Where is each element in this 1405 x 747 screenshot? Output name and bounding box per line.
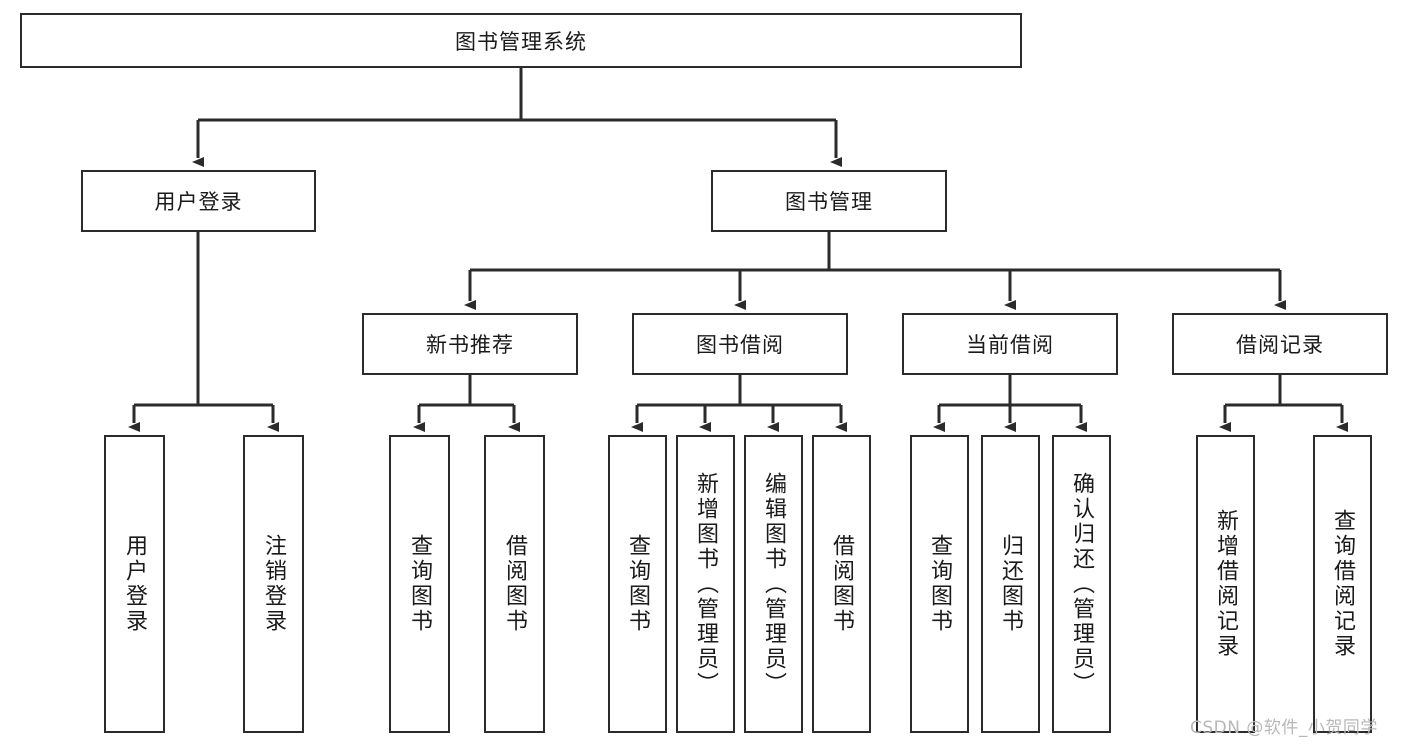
leaf-node[interactable]: 查询图书 <box>910 435 969 733</box>
leaf-node[interactable]: 注销登录 <box>243 435 304 733</box>
node-borrow-records-label: 借阅记录 <box>1236 333 1324 357</box>
leaf-node-label: 查询图书 <box>927 534 953 634</box>
node-book-borrow-label: 图书借阅 <box>696 333 784 357</box>
node-book-management[interactable]: 图书管理 <box>711 170 947 232</box>
leaf-node[interactable]: 新增借阅记录 <box>1196 435 1255 733</box>
node-user-login-label: 用户登录 <box>154 190 243 214</box>
node-book-borrow[interactable]: 图书借阅 <box>632 313 848 375</box>
node-root-label: 图书管理系统 <box>455 29 587 54</box>
leaf-node-label: 归还图书 <box>998 534 1024 634</box>
leaf-node-label: 用户登录 <box>122 534 148 634</box>
node-root[interactable]: 图书管理系统 <box>20 13 1022 68</box>
leaf-node-label: 注销登录 <box>261 534 287 634</box>
leaf-node-label: 编辑图书（管理员） <box>761 471 787 697</box>
leaf-node-label: 新增图书（管理员） <box>693 471 719 697</box>
leaf-node-label: 查询图书 <box>407 534 433 634</box>
watermark: CSDN @软件_小贺同学 <box>1190 718 1378 738</box>
leaf-node[interactable]: 用户登录 <box>104 435 165 733</box>
leaf-node[interactable]: 借阅图书 <box>812 435 871 733</box>
leaf-node-label: 借阅图书 <box>829 534 855 634</box>
leaf-node-label: 新增借阅记录 <box>1213 509 1239 659</box>
node-user-login[interactable]: 用户登录 <box>81 170 316 232</box>
leaf-node-label: 查询借阅记录 <box>1330 509 1356 659</box>
leaf-node[interactable]: 归还图书 <box>981 435 1040 733</box>
leaf-node[interactable]: 查询图书 <box>389 435 450 733</box>
leaf-node[interactable]: 编辑图书（管理员） <box>744 435 803 733</box>
leaf-node-label: 借阅图书 <box>502 534 528 634</box>
leaf-node[interactable]: 查询图书 <box>608 435 667 733</box>
leaf-node[interactable]: 借阅图书 <box>484 435 545 733</box>
leaf-node-label: 确认归还（管理员） <box>1069 471 1095 697</box>
node-borrow-records[interactable]: 借阅记录 <box>1172 313 1388 375</box>
leaf-node-label: 查询图书 <box>625 534 651 634</box>
leaf-node[interactable]: 新增图书（管理员） <box>676 435 735 733</box>
leaf-node[interactable]: 确认归还（管理员） <box>1052 435 1111 733</box>
node-new-book-recommend[interactable]: 新书推荐 <box>362 313 578 375</box>
leaf-node[interactable]: 查询借阅记录 <box>1313 435 1372 733</box>
node-current-borrow[interactable]: 当前借阅 <box>902 313 1118 375</box>
node-book-management-label: 图书管理 <box>785 190 873 214</box>
node-current-borrow-label: 当前借阅 <box>966 333 1054 357</box>
node-new-book-recommend-label: 新书推荐 <box>426 333 514 357</box>
